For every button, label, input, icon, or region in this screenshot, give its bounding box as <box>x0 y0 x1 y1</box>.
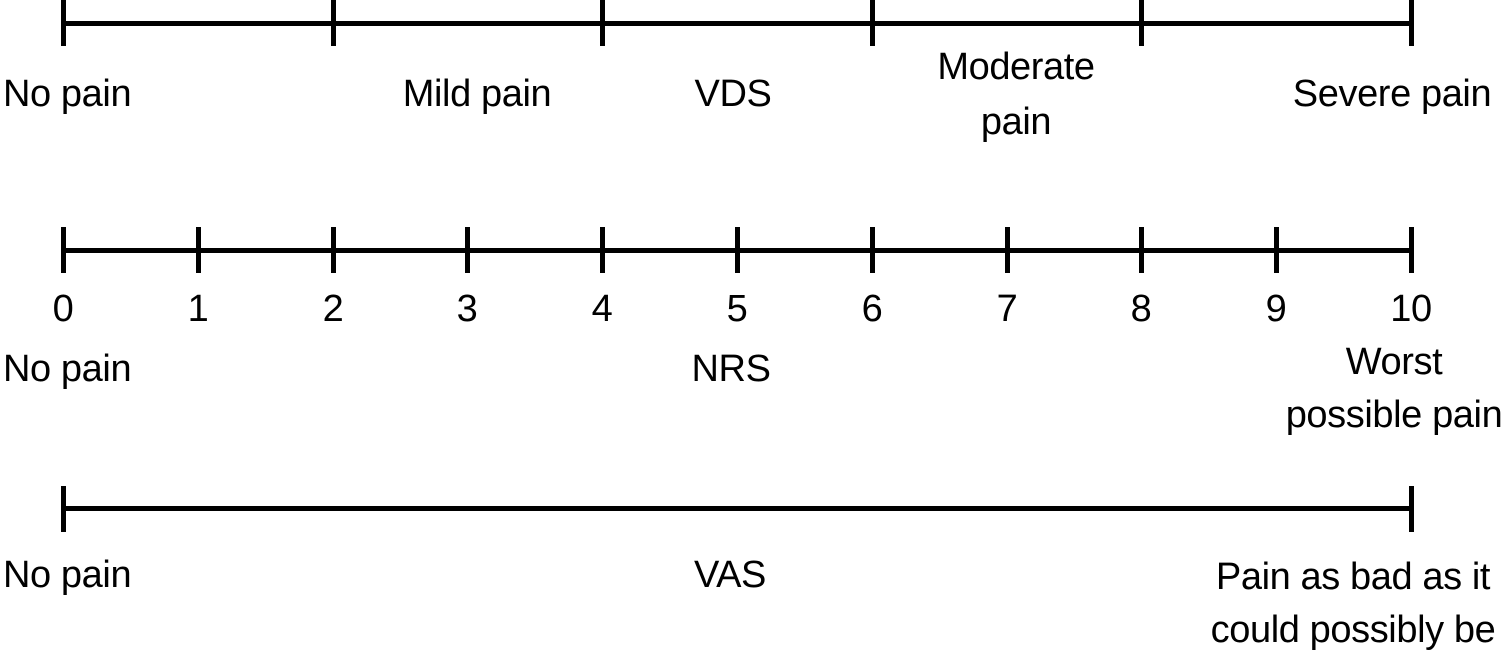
nrs-tick-3 <box>464 227 470 273</box>
nrs-label-worst-possible-pain-line1: Worst <box>1345 341 1443 383</box>
vds-tick-4 <box>1138 0 1144 46</box>
nrs-tick-5 <box>734 227 740 273</box>
vds-tick-2 <box>599 0 605 46</box>
vds-axis-line <box>60 20 1414 26</box>
nrs-tick-4 <box>599 227 605 273</box>
nrs-number-3: 3 <box>456 288 478 330</box>
nrs-label-no-pain: No pain <box>3 348 132 390</box>
nrs-number-0: 0 <box>52 288 74 330</box>
nrs-label-worst-possible-pain-line2: possible pain <box>1285 394 1503 436</box>
nrs-number-1: 1 <box>187 288 209 330</box>
vds-label-scale-name: VDS <box>694 73 772 115</box>
vds-tick-1 <box>330 0 336 46</box>
nrs-number-7: 7 <box>996 288 1018 330</box>
nrs-tick-6 <box>869 227 875 273</box>
vas-label-pain-as-bad-as-possible-line2: could possibly be <box>1210 609 1496 651</box>
vds-tick-0 <box>60 0 66 46</box>
nrs-number-10: 10 <box>1390 288 1432 330</box>
vds-label-mild-pain: Mild pain <box>402 73 552 115</box>
vas-axis-line <box>60 505 1414 511</box>
nrs-tick-9 <box>1273 227 1279 273</box>
nrs-number-8: 8 <box>1130 288 1152 330</box>
nrs-tick-10 <box>1408 227 1414 273</box>
vds-tick-5 <box>1408 0 1414 46</box>
nrs-tick-1 <box>195 227 201 273</box>
vas-tick-0 <box>60 486 66 532</box>
nrs-number-9: 9 <box>1265 288 1287 330</box>
vas-tick-1 <box>1408 486 1414 532</box>
vas-label-scale-name: VAS <box>693 554 767 596</box>
nrs-number-6: 6 <box>861 288 883 330</box>
nrs-tick-0 <box>60 227 66 273</box>
nrs-number-5: 5 <box>726 288 748 330</box>
vds-label-moderate-pain-line1: Moderate <box>937 46 1095 88</box>
vds-tick-3 <box>869 0 875 46</box>
nrs-number-4: 4 <box>591 288 613 330</box>
vds-label-severe-pain: Severe pain <box>1292 73 1492 115</box>
nrs-tick-2 <box>330 227 336 273</box>
vds-label-no-pain: No pain <box>3 73 132 115</box>
vas-label-no-pain: No pain <box>3 554 132 596</box>
nrs-label-scale-name: NRS <box>691 348 771 390</box>
vds-label-moderate-pain-line2: pain <box>980 101 1052 143</box>
nrs-number-2: 2 <box>322 288 344 330</box>
vas-label-pain-as-bad-as-possible-line1: Pain as bad as it <box>1215 556 1491 598</box>
nrs-tick-7 <box>1004 227 1010 273</box>
nrs-tick-8 <box>1138 227 1144 273</box>
